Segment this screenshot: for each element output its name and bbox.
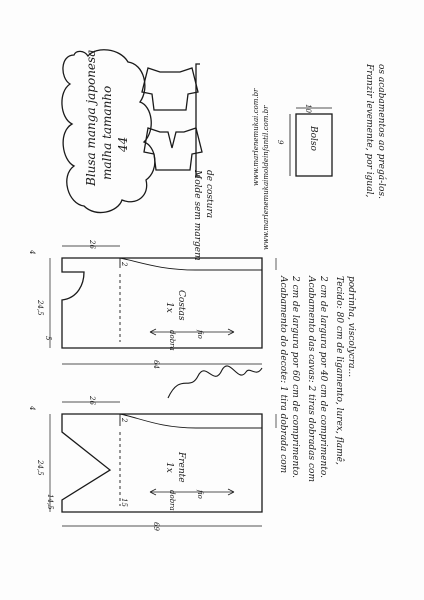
back-outline: [61, 257, 263, 349]
back-grain: fio: [196, 330, 204, 339]
note-bracket: [195, 63, 200, 177]
front-armhole: 24,5: [36, 460, 44, 476]
note-line1: Molde sem margem: [192, 170, 202, 261]
instruction-1a: Acabamento do decote: 1 tira dobrada com: [278, 276, 288, 474]
signature-scribble: [167, 365, 263, 399]
front-name: Frente: [176, 452, 186, 483]
pocket-note-line2: os acabamentos ao pregá-los.: [376, 64, 386, 199]
pocket-rect: [295, 113, 333, 177]
instruction-3a: Tecido: 80 cm de ligamento, lurex, flamê…: [334, 276, 344, 465]
title-line2: malha tamanho: [100, 85, 114, 180]
back-width: 26: [88, 240, 96, 249]
instruction-2b: 2 cm de largura por 40 cm de comprimento…: [318, 276, 328, 478]
front-neck: 14,5: [46, 494, 54, 510]
front-sleeve-drop: 2: [120, 418, 128, 423]
instruction-3b: podrinha, viscolycra...: [346, 276, 356, 378]
pocket-width: 9: [276, 140, 284, 145]
back-armhole: 24,5: [36, 300, 44, 316]
pocket-height: 10: [304, 104, 312, 113]
pocket-note-line1: Franzir levemente, por igual,: [364, 64, 374, 198]
back-neck: 5: [44, 336, 52, 341]
back-shoulder-drop: 4: [28, 250, 36, 255]
title-cloud: [61, 49, 156, 214]
sketch-back: [141, 67, 199, 111]
website-line2: www.marlenemukaimoldeinfantil.com.br: [262, 105, 270, 250]
title-size: 44: [116, 136, 130, 152]
front-fold: dobra: [168, 490, 176, 511]
back-sleeve-curve: [68, 257, 262, 271]
front-v: 15: [120, 498, 128, 507]
sketch-front: [143, 127, 203, 171]
back-qty: 1x: [164, 302, 174, 313]
front-width: 26: [88, 396, 96, 405]
front-outline: [61, 413, 263, 513]
front-qty: 1x: [164, 462, 174, 473]
front-length: 69: [152, 522, 160, 531]
instruction-1b: 2 cm de largura por 60 cm de comprimento…: [290, 276, 300, 478]
instruction-2a: Acabamento das cavas: 2 tiras dobradas c…: [306, 276, 316, 482]
note-line2: de costura: [204, 170, 214, 219]
back-sleeve-drop: 2: [120, 262, 128, 267]
back-length: 64: [152, 360, 160, 369]
title-line1: Blusa manga japonesa: [84, 49, 98, 186]
front-shoulder-drop: 4: [28, 406, 36, 411]
front-grain: fio: [196, 490, 204, 499]
website-line1: www.marlenemukai.com.br: [252, 88, 260, 186]
front-sleeve-curve: [68, 413, 262, 429]
back-fold: dobra: [168, 330, 176, 351]
back-name: Costas: [176, 290, 186, 321]
pocket-label: Bolso: [308, 126, 318, 151]
